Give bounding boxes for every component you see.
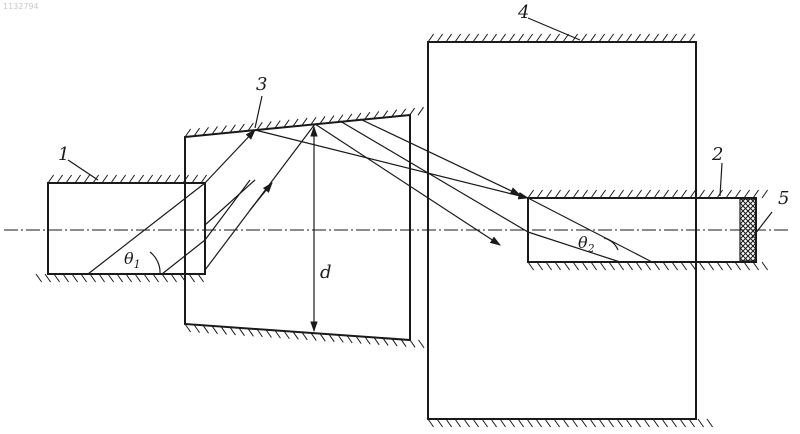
theta-1-label: θ1 [124, 249, 141, 271]
ray-cone-c [250, 183, 272, 210]
tapered-cone-3 [185, 115, 410, 340]
dimension-d-label: d [320, 262, 332, 283]
corner-code: 1132794 [3, 2, 39, 11]
theta-2-label: θ2 [578, 233, 595, 255]
angle-arc-theta1 [150, 252, 160, 274]
hatch-housing-bottom [428, 419, 713, 427]
ray-reflect-a [255, 130, 528, 198]
label-5: 5 [778, 188, 789, 209]
hatch-housing-top [428, 34, 695, 42]
callout-2: 2 [711, 144, 723, 196]
ray-rod2-a [528, 232, 620, 262]
ray-reflect-c [340, 121, 528, 232]
hatch-rod1-top [48, 175, 207, 183]
hatch-rod1-bottom [36, 274, 204, 282]
label-3: 3 [256, 74, 267, 95]
callout-1: 1 [58, 144, 98, 180]
label-2: 2 [711, 144, 723, 165]
ray-cone-a [205, 130, 255, 183]
label-1: 1 [58, 144, 69, 165]
ray-cone-e [205, 180, 255, 225]
hatch-cone-bottom [185, 324, 424, 348]
ray-reflect-d [360, 119, 520, 195]
light-rays [88, 119, 652, 274]
hatch-rod2-top [528, 190, 768, 198]
callout-4: 4 [517, 2, 580, 40]
ray-rod1-a [88, 183, 205, 274]
dimension-d: d [314, 127, 332, 331]
hatch-rod2-bottom [528, 262, 768, 270]
label-4: 4 [517, 2, 529, 23]
callout-3: 3 [255, 74, 267, 128]
ray-rod1-b [162, 240, 205, 274]
ray-cone-d [205, 180, 250, 240]
